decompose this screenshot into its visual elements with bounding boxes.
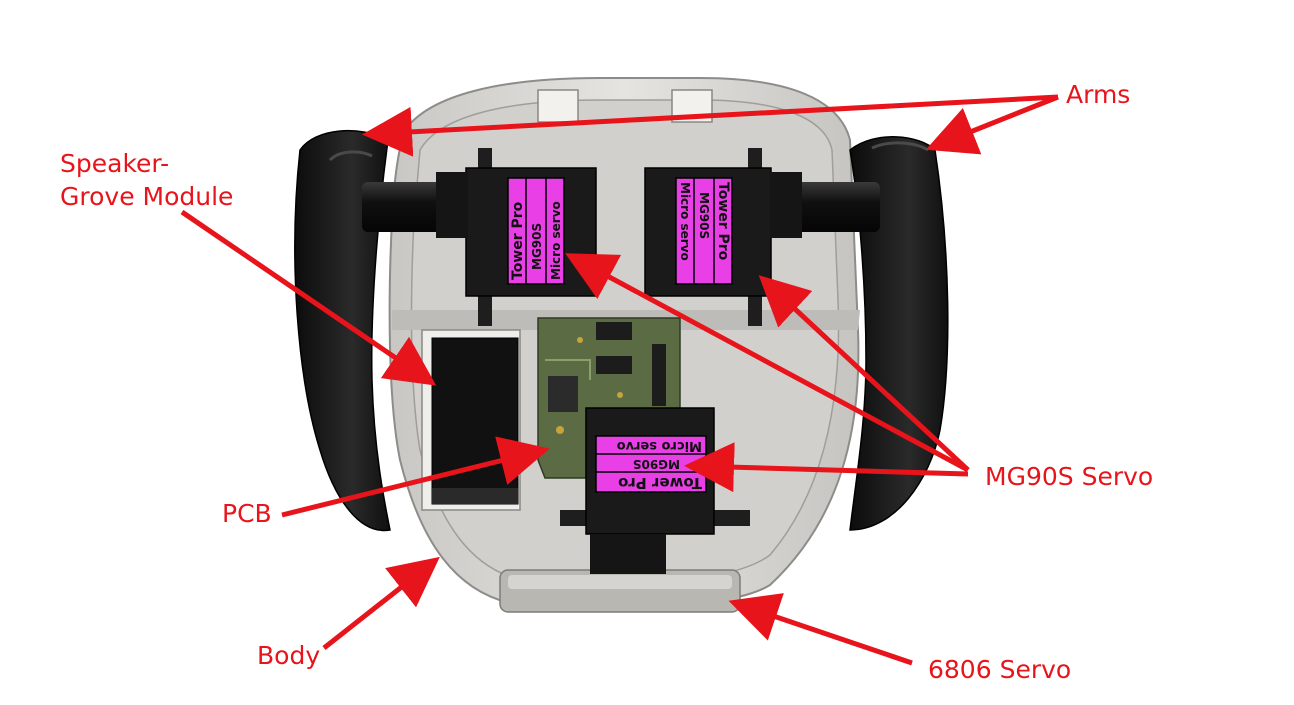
left-servo-brand: Tower Pro [510, 201, 526, 280]
arrow-arms-right [925, 94, 1059, 155]
label-pcb: PCB [222, 499, 272, 528]
left-mg90s-servo: Tower Pro MG90S Micro servo [436, 148, 597, 326]
left-servo-model: MG90S [530, 223, 544, 270]
bottom-servo-model: MG90S [633, 457, 680, 471]
right-mg90s-servo: Micro servo MG90S Tower Pro [644, 148, 802, 326]
bottom-servo-brand: Tower Pro [618, 474, 702, 492]
arrow-mg90s-right [758, 275, 970, 472]
bottom-servo-kind: Micro servo [617, 438, 702, 453]
label-mg90s-servo: MG90S Servo [985, 462, 1154, 491]
arrow-pcb [281, 436, 550, 518]
arrow-body [322, 556, 440, 650]
annotation-arrows [180, 94, 1059, 666]
label-6806-servo: 6806 Servo [928, 655, 1072, 684]
right-servo-sticker [675, 177, 733, 285]
right-servo-brand: Tower Pro [715, 182, 731, 261]
label-arms: Arms [1066, 80, 1131, 109]
right-servo-model: MG90S [697, 192, 711, 239]
left-servo-kind: Micro servo [549, 201, 563, 280]
left-servo-sticker [507, 177, 565, 285]
arrow-arms-left [362, 94, 1059, 157]
right-servo-kind: Micro servo [678, 182, 692, 261]
arrow-6806-servo [728, 593, 913, 666]
arrow-speaker [180, 209, 437, 386]
label-body: Body [257, 641, 321, 670]
arrow-mg90s-left [565, 253, 970, 473]
arrow-mg90s-bottom [684, 442, 969, 493]
label-speaker-line1: Speaker- [60, 149, 170, 178]
bottom-mg90s-servo: Micro servo MG90S Tower Pro [560, 407, 750, 574]
speaker-module [421, 329, 521, 511]
label-speaker-line2: Grove Module [60, 182, 234, 211]
